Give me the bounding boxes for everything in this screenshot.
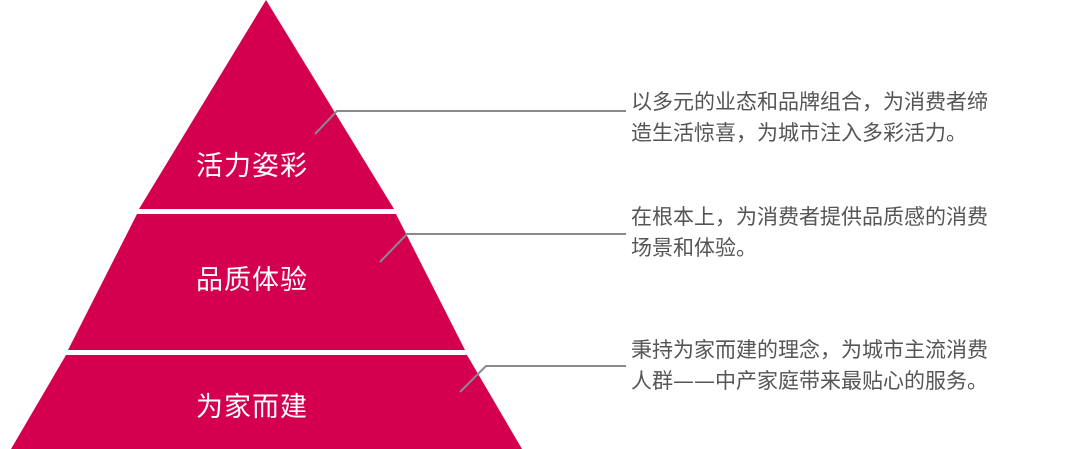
tier-description-top-line2: 造生活惊喜，为城市注入多彩活力。 [631,121,967,145]
connector-line-top [314,110,626,135]
tier-label-top: 活力姿彩 [196,151,308,182]
tier-description-middle-line2: 场景和体验。 [631,236,757,260]
connector-line-middle [379,233,626,263]
tier-description-bottom-line2: 人群——中产家庭带来最贴心的服务。 [631,369,988,393]
pyramid-tier-middle [68,214,465,350]
tier-description-bottom-line1: 秉持为家而建的理念，为城市主流消费 [631,338,988,362]
connector-line-bottom [459,365,626,393]
pyramid-tier-top [139,0,394,209]
tier-label-bottom: 为家而建 [196,392,308,423]
pyramid-tier-bottom [11,355,522,449]
tier-description-middle-line1: 在根本上，为消费者提供品质感的消费 [631,205,988,229]
tier-description-top: 以多元的业态和品牌组合，为消费者缔 造生活惊喜，为城市注入多彩活力。 [631,87,1071,149]
tier-description-top-line1: 以多元的业态和品牌组合，为消费者缔 [631,90,988,114]
tier-label-middle: 品质体验 [196,265,308,296]
tier-description-middle: 在根本上，为消费者提供品质感的消费 场景和体验。 [631,202,1071,264]
tier-description-bottom: 秉持为家而建的理念，为城市主流消费 人群——中产家庭带来最贴心的服务。 [631,335,1071,397]
